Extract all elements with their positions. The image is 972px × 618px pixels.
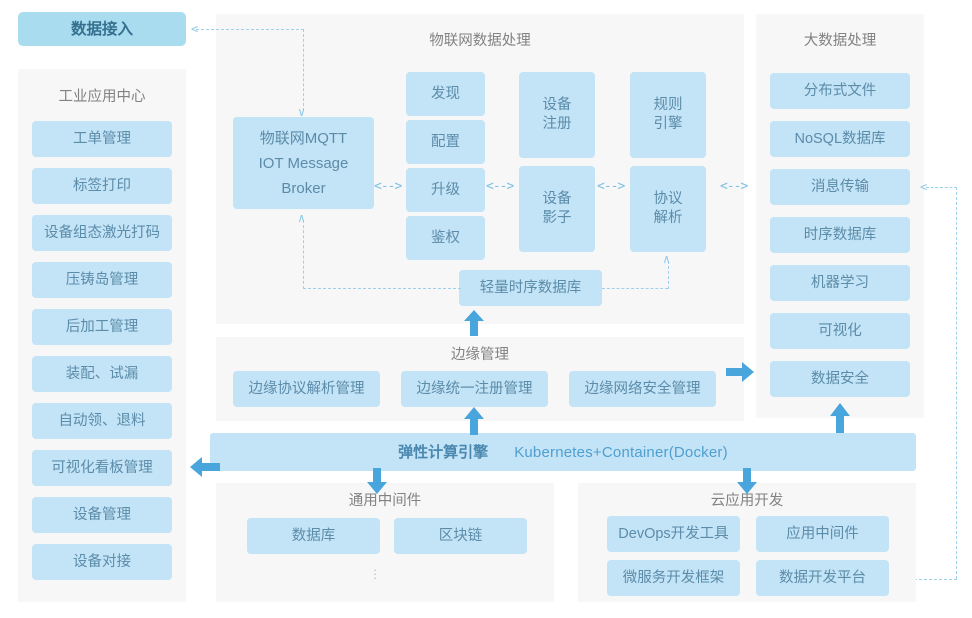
caret-up-to-broker-icon: ∧: [298, 211, 306, 225]
middleware-item-database[interactable]: 数据库: [247, 518, 380, 554]
iot-box-rule-engine[interactable]: 规则 引擎: [630, 72, 706, 158]
app-item-laser-marking[interactable]: 设备组态激光打码: [32, 215, 172, 251]
app-item-device-management[interactable]: 设备管理: [32, 497, 172, 533]
app-item-label-print[interactable]: 标签打印: [32, 168, 172, 204]
bigdata-item-machine-learning[interactable]: 机器学习: [770, 265, 910, 301]
cloud-item-microservice-framework[interactable]: 微服务开发框架: [607, 560, 740, 596]
compute-engine-stack-label: Kubernetes+Container(Docker): [514, 443, 728, 461]
dash-broker-bottom-vertical: [303, 220, 304, 289]
iot-mqtt-broker[interactable]: 物联网MQTT IOT Message Broker: [233, 117, 374, 209]
arrow-up-compute-to-edge-icon: [462, 407, 486, 435]
connector-cola-to-colb: <-->: [486, 179, 514, 194]
bigdata-item-nosql[interactable]: NoSQL数据库: [770, 121, 910, 157]
elastic-compute-engine-bar[interactable]: 弹性计算引擎 Kubernetes+Container(Docker): [210, 433, 916, 471]
arrow-down-compute-to-cloudapp-icon: [735, 468, 759, 494]
edge-item-network-security-mgmt[interactable]: 边缘网络安全管理: [569, 371, 716, 407]
arrow-up-compute-to-bigdata-icon: [828, 403, 852, 433]
dash-broker-to-pill-horizontal: [196, 29, 304, 30]
cloud-item-devops-tools[interactable]: DevOps开发工具: [607, 516, 740, 552]
data-ingest-pill[interactable]: 数据接入: [18, 12, 186, 46]
app-item-auto-material[interactable]: 自动领、退料: [32, 403, 172, 439]
dash-broker-top-vertical: [303, 29, 304, 111]
iot-box-device-register[interactable]: 设备 注册: [519, 72, 595, 158]
iot-box-lightweight-tsdb[interactable]: 轻量时序数据库: [459, 270, 602, 306]
bigdata-item-data-security[interactable]: 数据安全: [770, 361, 910, 397]
connector-colb-to-colc: <-->: [597, 179, 625, 194]
bigdata-item-tsdb[interactable]: 时序数据库: [770, 217, 910, 253]
iot-box-upgrade[interactable]: 升级: [406, 168, 485, 212]
dash-tsdb-to-protocol-horizontal: [602, 288, 668, 289]
dash-right-edge-vertical: [956, 187, 957, 579]
iot-box-protocol-parse[interactable]: 协议 解析: [630, 166, 706, 252]
caret-left-to-message-transport-icon: <: [920, 180, 928, 194]
arrow-up-edge-to-iot-icon: [462, 310, 486, 336]
bigdata-item-message-transport[interactable]: 消息传输: [770, 169, 910, 205]
big-data-processing-title: 大数据处理: [803, 33, 877, 49]
app-item-work-order[interactable]: 工单管理: [32, 121, 172, 157]
industrial-app-center-title: 工业应用中心: [58, 89, 146, 105]
app-item-device-docking[interactable]: 设备对接: [32, 544, 172, 580]
app-item-die-casting[interactable]: 压铸岛管理: [32, 262, 172, 298]
cloud-item-data-dev-platform[interactable]: 数据开发平台: [756, 560, 889, 596]
arrow-left-compute-to-appcenter-icon: [190, 455, 220, 479]
iot-box-config[interactable]: 配置: [406, 120, 485, 164]
edge-management-title: 边缘管理: [451, 347, 509, 363]
dash-protocol-vertical: [668, 261, 669, 289]
caret-left-to-pill-icon: <: [191, 22, 199, 36]
dash-right-edge-top-horizontal: [926, 187, 957, 188]
app-item-post-process[interactable]: 后加工管理: [32, 309, 172, 345]
bigdata-item-visualization[interactable]: 可视化: [770, 313, 910, 349]
edge-item-protocol-parse-mgmt[interactable]: 边缘协议解析管理: [233, 371, 380, 407]
cloud-app-dev-title: 云应用开发: [710, 493, 784, 509]
connector-colc-to-bigdata: <-->: [720, 179, 748, 194]
iot-box-discovery[interactable]: 发现: [406, 72, 485, 116]
common-middleware-title: 通用中间件: [348, 493, 422, 509]
dash-tsdb-to-broker-horizontal: [303, 288, 461, 289]
arrow-right-edge-to-bigdata-icon: [726, 360, 754, 384]
arrow-down-compute-to-middleware-icon: [365, 468, 389, 494]
middleware-more-ellipsis: ···: [372, 562, 378, 585]
caret-down-to-broker-icon: ∨: [298, 105, 306, 119]
caret-up-to-protocol-icon: ∧: [663, 252, 671, 266]
iot-data-processing-title: 物联网数据处理: [429, 33, 531, 49]
dash-right-edge-bottom-horizontal: [884, 579, 957, 580]
app-item-visual-dashboard[interactable]: 可视化看板管理: [32, 450, 172, 486]
edge-item-unified-register-mgmt[interactable]: 边缘统一注册管理: [401, 371, 548, 407]
app-item-assembly-leak-test[interactable]: 装配、试漏: [32, 356, 172, 392]
compute-engine-label: 弹性计算引擎: [398, 443, 489, 461]
connector-broker-to-cola: <-->: [374, 179, 402, 194]
cloud-item-app-middleware[interactable]: 应用中间件: [756, 516, 889, 552]
bigdata-item-distributed-file[interactable]: 分布式文件: [770, 73, 910, 109]
iot-box-device-shadow[interactable]: 设备 影子: [519, 166, 595, 252]
iot-box-auth[interactable]: 鉴权: [406, 216, 485, 260]
middleware-item-blockchain[interactable]: 区块链: [394, 518, 527, 554]
